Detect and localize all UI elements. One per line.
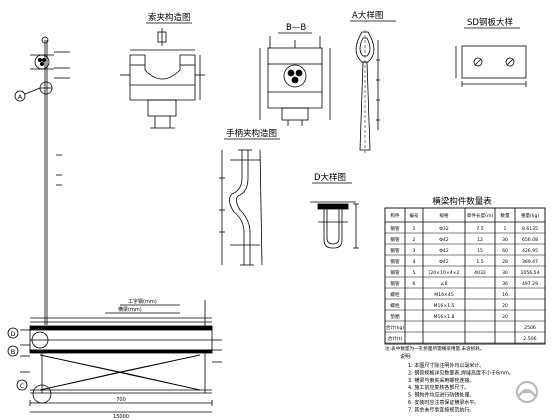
callout-a: A [14, 87, 41, 102]
table-cell: 1 [504, 226, 507, 232]
table-cell: 8.6135 [522, 226, 538, 232]
note-line: 2. 钢管规格详见数量表,焊缝高度不小于6mm。 [408, 369, 514, 376]
note-line: 5. 钢构件均应进行防锈处理。 [408, 392, 474, 399]
table-cell: 钢管 [390, 258, 400, 265]
table-cell: [20×10×4×2 [429, 270, 460, 276]
detail-a-title: A大样图 [352, 10, 383, 21]
table-header-cell: 单件长度(m) [467, 212, 494, 219]
table-cell: 20 [502, 314, 508, 320]
hand-clamp-detail: 手柄夹构造图 [219, 128, 280, 266]
quantity-table: 横梁构件数量表 构件 编号 规格 单件长度(m) 数量 重量(kg) 钢管 1 Φ32 7.5 1 8… [384, 196, 546, 352]
table-cell: 12 [477, 237, 483, 243]
note-line: 7. 其余未尽事宜按规范执行。 [408, 406, 474, 413]
table-cell: 36 [502, 281, 508, 287]
table-cell: 5 [413, 270, 416, 276]
table-cell: 15 [477, 248, 483, 254]
detail-sd-plate: SD钢板大样 [455, 17, 527, 87]
hand-clamp-title: 手柄夹构造图 [226, 128, 277, 139]
beam-top-label: 工字钢(mm) [128, 298, 157, 305]
table-cell: 497.29 [522, 281, 538, 287]
note-line: 6. 安装时应注意保证横梁水平。 [408, 399, 479, 406]
table-header-cell: 重量(kg) [521, 212, 540, 219]
table-cell: 1 [413, 226, 416, 232]
detail-sd-title: SD钢板大样 [467, 17, 513, 28]
callout-b-label: B [11, 348, 15, 356]
callout-a-label: A [18, 93, 23, 101]
detail-d: D大样图 [310, 172, 359, 249]
cable-clamp-detail: 索夹构造图 [120, 12, 205, 129]
table-cell: M16×1.8 [434, 314, 455, 320]
table-cell: 3 [413, 248, 416, 254]
table-cell: 合计(t) [388, 335, 403, 342]
table-cell: ∠8 [440, 281, 447, 287]
table-cell: M16×1.5 [434, 303, 455, 309]
table-cell: 4 [413, 259, 416, 265]
table-cell: Φ42 [439, 259, 449, 265]
table-header-cell: 数量 [500, 212, 510, 219]
table-header-cell: 规格 [439, 212, 449, 219]
callout-d-label: D [10, 330, 15, 338]
table-cell: 钢管 [390, 236, 400, 243]
table-cell: 6 [413, 281, 416, 287]
table-cell: 钢管 [390, 269, 400, 276]
table-cell: 20 [502, 303, 508, 309]
detail-d-title: D大样图 [314, 172, 346, 183]
note-line: 1. 本图尺寸除注明外均以毫米计。 [408, 362, 484, 369]
callout-d: D [7, 327, 19, 339]
table-cell: Φ32 [439, 226, 449, 232]
beam-second-label: 横梁(mm) [118, 306, 142, 313]
table-cell: 30 [502, 270, 508, 276]
section-bb-detail: B—B [259, 23, 331, 126]
callout-b: B [7, 345, 19, 357]
table-cell: 360.47 [522, 259, 538, 265]
notes-block: 说明: 1. 本图尺寸除注明外均以毫米计。2. 钢管规格详见数量表,焊缝高度不小… [400, 353, 514, 413]
table-cell: 螺栓 [390, 291, 400, 298]
callout-c: C [16, 379, 28, 391]
deck-assembly: 工字钢(mm) 横梁(mm) 700 15000 [20, 298, 222, 420]
note-line: 4. 施工前应复核各部尺寸。 [408, 384, 469, 391]
table-cell: 钢管 [390, 280, 400, 287]
table-cell: 钢管 [390, 225, 400, 232]
cable-clamp-title: 索夹构造图 [148, 12, 191, 23]
table-cell: 60 [502, 248, 508, 254]
table-cell: 2 [413, 237, 416, 243]
dim-total: 15000 [113, 414, 129, 420]
tower-elevation [30, 36, 70, 325]
table-cell: 2.506 [523, 336, 536, 342]
table-cell: Φ42 [439, 237, 449, 243]
table-cell: Φ42 [439, 248, 449, 254]
table-cell: 28 [502, 259, 508, 265]
note-line: 3. 横梁与索夹采用螺栓连接。 [408, 377, 474, 384]
table-cell: M16×45 [434, 292, 454, 298]
section-bb-title: B—B [286, 23, 306, 33]
table-cell: 656.08 [522, 237, 538, 243]
table-cell: 426.95 [522, 248, 538, 254]
table-cell: 2506 [524, 325, 536, 331]
table-cell: 4032 [474, 270, 486, 276]
detail-a: A大样图 [350, 10, 396, 155]
notes-heading: 说明: [400, 353, 412, 360]
table-footnote: 注:表中数量为一孔桥面所需横梁用量,未含损耗。 [385, 345, 484, 352]
table-cell: 螺栓 [390, 302, 400, 309]
table-cell: 钢管 [390, 247, 400, 254]
table-cell: 16 [502, 292, 508, 298]
table-header-cell: 编号 [409, 212, 419, 219]
table-cell: 垫圈 [390, 313, 400, 320]
table-cell: 7.5 [476, 226, 483, 232]
table-cell: 合计(kg) [386, 324, 405, 331]
table-header-cell: 构件 [390, 212, 400, 219]
table-title: 横梁构件数量表 [432, 196, 492, 207]
dim-span: 700 [116, 397, 126, 403]
table-cell: 1056.54 [521, 270, 540, 276]
table-cell: 30 [502, 237, 508, 243]
table-cell: 1.5 [476, 259, 483, 265]
callout-c-label: C [20, 382, 25, 390]
zhulong-logo [515, 380, 539, 404]
